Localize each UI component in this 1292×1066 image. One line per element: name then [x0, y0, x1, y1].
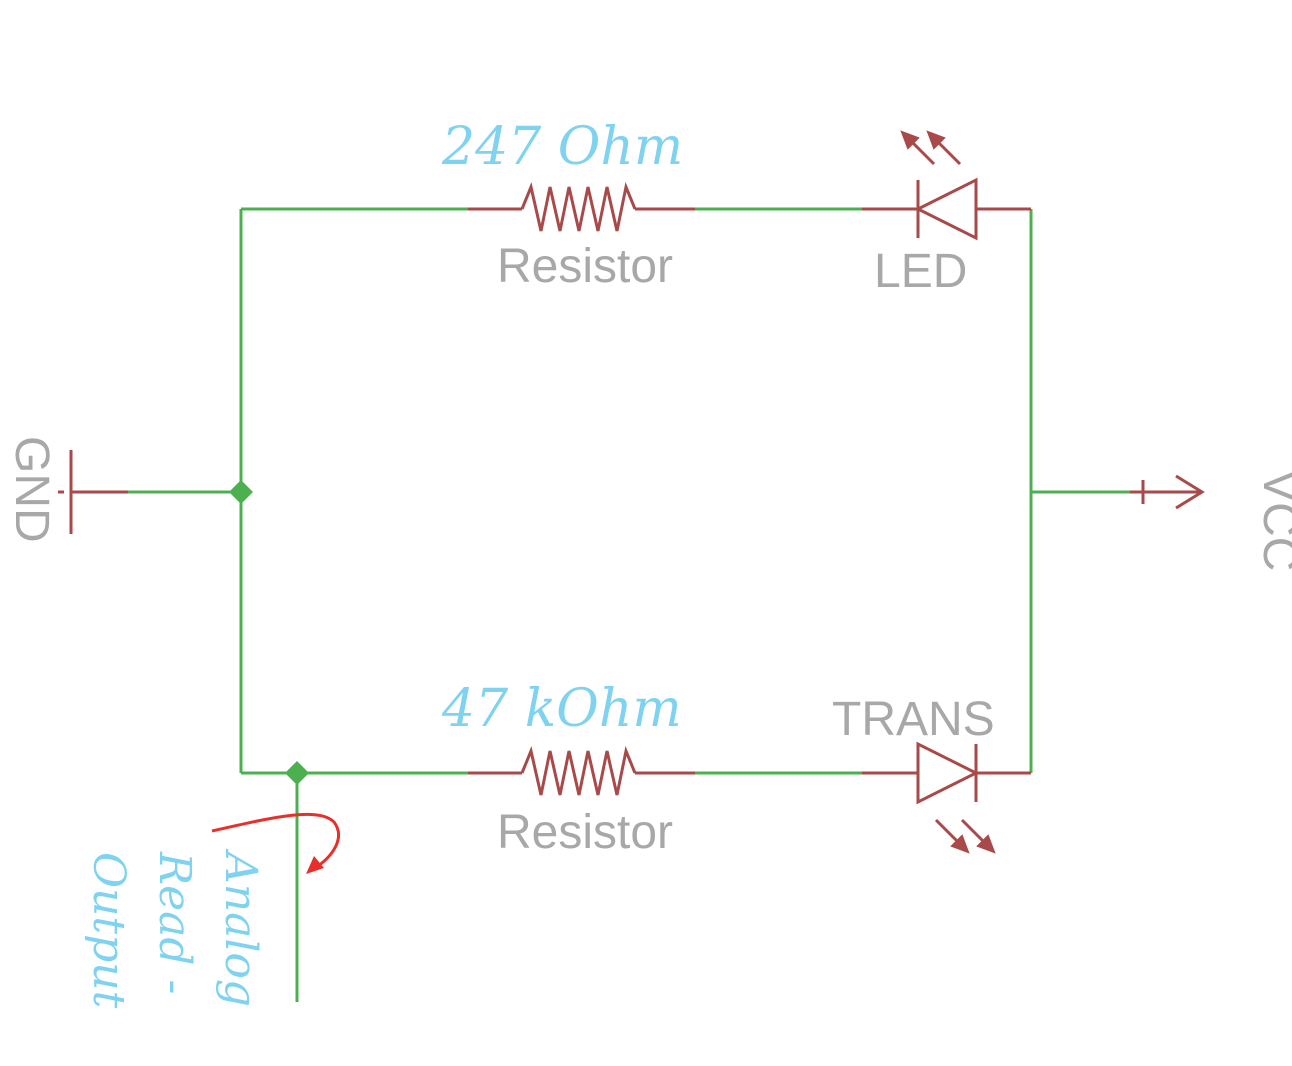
output-label-line3: Output — [83, 852, 134, 1009]
led-symbol — [862, 130, 1031, 241]
resistor-bottom — [468, 745, 695, 796]
output-label: Analog Read - Output — [83, 848, 266, 1009]
phototransistor-name: TRANS — [832, 693, 995, 746]
junction-output — [285, 761, 309, 785]
resistor-top-value: 247 Ohm — [441, 117, 683, 177]
output-label-line1: Analog — [215, 848, 266, 1007]
output-annotation-arrow — [211, 812, 341, 874]
wires — [128, 207, 1140, 1002]
led-triangle — [914, 177, 978, 241]
phototransistor-light-arrows-icon — [934, 818, 996, 854]
resistor-top-name: Resistor — [497, 240, 673, 293]
phototransistor-triangle — [916, 741, 980, 805]
vcc-symbol — [1130, 474, 1205, 510]
resistor-top — [468, 181, 695, 232]
phototransistor-symbol — [862, 741, 1031, 854]
led-name: LED — [874, 245, 967, 298]
junction-gnd — [229, 480, 253, 504]
gnd-symbol — [58, 450, 128, 534]
gnd-label: GND — [5, 436, 58, 543]
resistor-bottom-value: 47 kOhm — [441, 679, 682, 739]
output-label-line2: Read - — [149, 851, 200, 994]
vcc-label: VCC — [1253, 470, 1292, 571]
resistor-bottom-name: Resistor — [497, 806, 673, 859]
led-emission-arrows-icon — [900, 130, 962, 166]
